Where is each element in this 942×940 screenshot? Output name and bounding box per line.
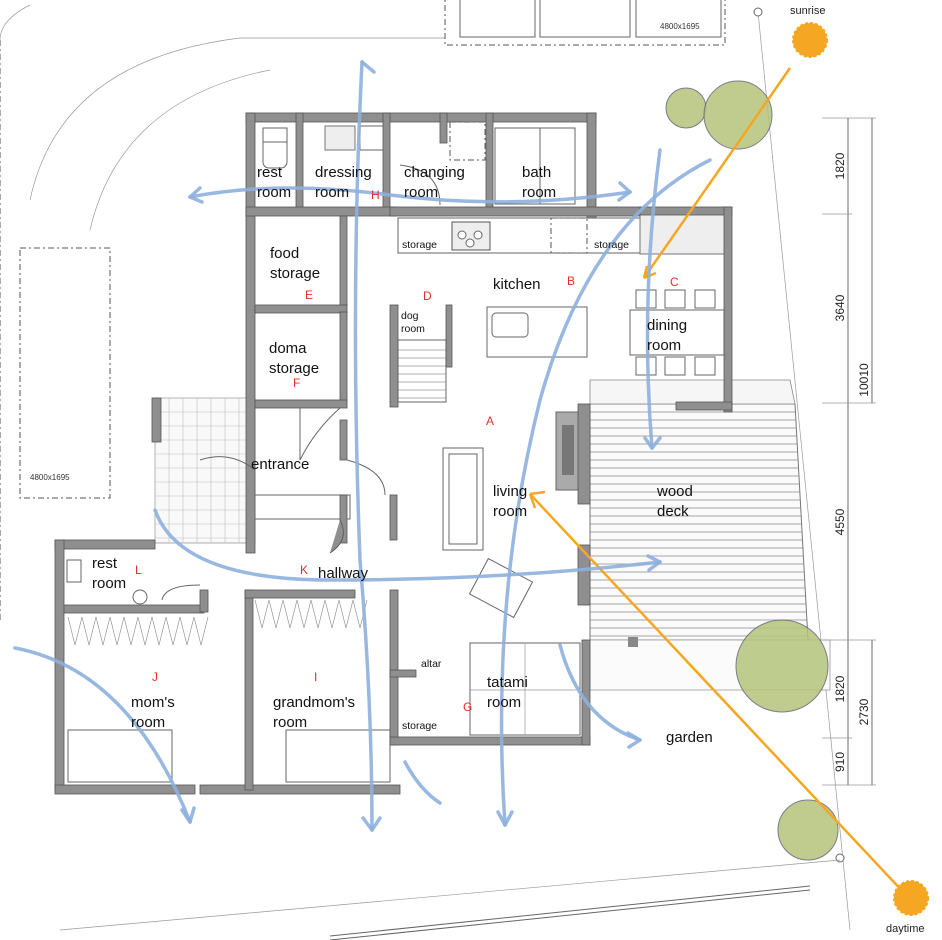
wood-deck-label-2: deck	[657, 503, 689, 520]
room-labels: rest room dressing room changing room ba…	[92, 164, 713, 746]
food-storage-label-1: food	[270, 245, 299, 262]
dim-2730: 2730	[857, 698, 871, 725]
dimension-lines: 1820 3640 10010 4550 1820 2730 910	[822, 117, 876, 786]
dog-room-label-1: dog	[401, 310, 419, 322]
airflow-arrow	[13, 646, 192, 824]
doma-storage-label-2: storage	[269, 360, 319, 377]
sunrise-ray	[642, 67, 792, 279]
tree-icon	[777, 799, 839, 861]
dining-room-label-1: dining	[647, 317, 687, 334]
wood-deck-label-1: wood	[656, 483, 693, 500]
parking-size-top: 4800x1695	[660, 22, 700, 31]
bath-room-label-2: room	[522, 184, 556, 201]
daytime-label: daytime	[886, 923, 925, 935]
parking-left: 4800x1695	[19, 247, 111, 499]
tree-icon	[735, 619, 829, 713]
tree-icon	[703, 80, 773, 150]
daytime-ray	[529, 493, 907, 896]
tree-icon	[665, 87, 707, 129]
airflow-arrows	[13, 60, 712, 832]
dining-room-label-2: room	[647, 337, 681, 354]
airflow-arrow	[188, 186, 632, 204]
garden-label: garden	[666, 729, 713, 746]
sun-paths: sunrise daytime	[528, 5, 929, 935]
rest-room-bottom-label-2: room	[92, 575, 126, 592]
dressing-room-label-1: dressing	[315, 164, 372, 181]
airflow-arrow	[153, 508, 662, 582]
changing-room-label-1: changing	[404, 164, 465, 181]
zone-letter-j: J	[152, 670, 158, 684]
zone-letter-i: I	[314, 670, 317, 684]
dim-1820-top: 1820	[833, 152, 847, 179]
dog-room-label-2: room	[401, 323, 425, 335]
airflow-arrow	[558, 643, 642, 742]
dim-910: 910	[833, 752, 847, 772]
trees	[665, 80, 839, 861]
rest-room-top-label-2: room	[257, 184, 291, 201]
sunrise-label: sunrise	[790, 5, 825, 17]
dim-10010: 10010	[857, 363, 871, 397]
airflow-arrow	[403, 760, 442, 805]
airflow-arrow	[645, 148, 662, 450]
tatami-room-label-2: room	[487, 694, 521, 711]
zone-letter-h: H	[371, 188, 380, 202]
entrance-tiles	[154, 397, 256, 544]
grandmoms-room-label-2: room	[273, 714, 307, 731]
airflow-arrow	[353, 60, 374, 832]
hallway-label: hallway	[318, 565, 369, 582]
road-curve-inner	[89, 69, 271, 231]
bath-room-label-1: bath	[522, 164, 551, 181]
walls	[54, 112, 733, 795]
daytime-sun-icon	[893, 880, 929, 916]
zone-letter-k: K	[300, 563, 308, 577]
altar-label: altar	[421, 658, 442, 670]
zone-letter-a: A	[486, 414, 494, 428]
dim-3640: 3640	[833, 294, 847, 321]
zone-letters: A B C D E F G H I J K L	[135, 188, 679, 714]
zone-letter-b: B	[567, 274, 575, 288]
road-curve-outer	[29, 37, 445, 201]
grandmoms-room-label-1: grandmom's	[273, 694, 355, 711]
wood-deck-area	[589, 379, 809, 641]
zone-letter-f: F	[293, 376, 300, 390]
sunrise-sun-icon	[792, 22, 828, 58]
dressing-room-label-2: room	[315, 184, 349, 201]
site-boundary	[0, 4, 851, 940]
entrance-label: entrance	[251, 456, 309, 473]
living-room-label-2: room	[493, 503, 527, 520]
changing-room-label-2: room	[404, 184, 438, 201]
food-storage-label-2: storage	[270, 265, 320, 282]
dim-4550: 4550	[833, 508, 847, 535]
doma-storage-label-1: doma	[269, 340, 307, 357]
zone-letter-d: D	[423, 289, 432, 303]
storage-bottom-label: storage	[402, 720, 437, 732]
parking-top: 4800x1695	[444, 0, 726, 46]
tatami-room-label-1: tatami	[487, 674, 528, 691]
east-boundary-line	[757, 11, 851, 931]
storage-kitchen-right-label: storage	[594, 239, 629, 251]
living-room-label-1: living	[493, 483, 527, 500]
zone-letter-c: C	[670, 275, 679, 289]
moms-room-label-1: mom's	[131, 694, 175, 711]
zone-letter-g: G	[463, 700, 472, 714]
moms-room-label-2: room	[131, 714, 165, 731]
dim-1820-bottom: 1820	[833, 675, 847, 702]
airflow-arrow	[499, 158, 712, 827]
zone-letter-e: E	[305, 288, 313, 302]
parking-size-left: 4800x1695	[30, 473, 70, 482]
rest-room-top-label-1: rest	[257, 164, 283, 181]
rest-room-bottom-label-1: rest	[92, 555, 118, 572]
storage-kitchen-left-label: storage	[402, 239, 437, 251]
south-boundary-line	[59, 859, 841, 931]
zone-letter-l: L	[135, 563, 142, 577]
kitchen-label: kitchen	[493, 276, 541, 293]
